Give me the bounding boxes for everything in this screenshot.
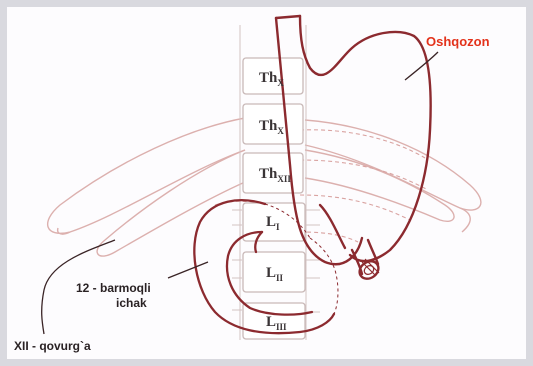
spine — [243, 58, 305, 339]
right-rib-lower — [305, 150, 454, 221]
stomach-leader-line — [405, 52, 438, 80]
left-rib-upper — [48, 118, 245, 233]
duodenum-leader-line — [168, 262, 208, 278]
stomach-label: Oshqozon — [426, 34, 490, 49]
rib-label: XII - qovurg`a — [14, 339, 91, 353]
duodenum-label-line2: ichak — [116, 296, 147, 310]
right-rib-tip — [460, 208, 470, 232]
duodenum-label-line1: 12 - barmoqli — [76, 281, 151, 295]
stomach-outline — [276, 16, 431, 282]
